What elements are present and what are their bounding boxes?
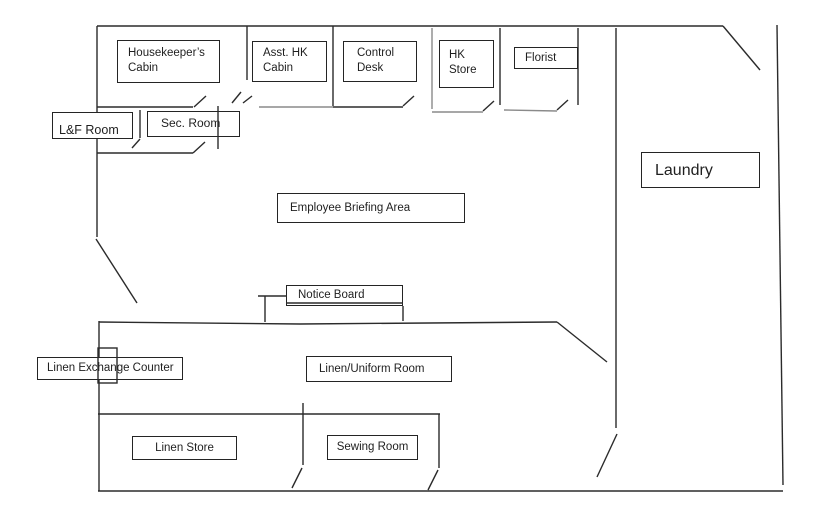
counter-rect xyxy=(97,347,118,384)
door-diagonal-2 xyxy=(192,141,206,154)
wall-middle-horizontal xyxy=(98,321,558,325)
door-diagonal-left xyxy=(95,238,138,304)
room-notice-board: Notice Board xyxy=(286,285,403,306)
room-label: HK Store xyxy=(449,49,477,77)
door-diagonal-9 xyxy=(291,467,303,489)
room-hk-store: HK Store xyxy=(439,40,494,88)
room-label: Housekeeper’s Cabin xyxy=(128,47,205,75)
door-diagonal-4 xyxy=(231,91,242,104)
room-label: Linen Exchange Counter xyxy=(47,362,174,374)
room-linen-exchange-counter: Linen Exchange Counter xyxy=(37,357,183,380)
room-linen-uniform-room: Linen/Uniform Room xyxy=(306,356,452,382)
room-label: Sewing Room xyxy=(336,441,409,453)
door-diagonal-1 xyxy=(193,95,207,108)
room-label: Linen/Uniform Room xyxy=(319,363,425,375)
stub-florist xyxy=(503,109,558,112)
wall-right xyxy=(776,24,784,486)
room-sewing-room: Sewing Room xyxy=(327,435,418,460)
room-label: Florist xyxy=(525,52,557,64)
room-label: Employee Briefing Area xyxy=(290,202,411,214)
door-diagonal-3 xyxy=(131,138,141,149)
walls-gray xyxy=(259,28,558,113)
door-diagonal-7 xyxy=(482,100,495,112)
door-diagonal-5 xyxy=(242,95,253,104)
room-linen-store: Linen Store xyxy=(132,436,237,460)
room-control-desk: Control Desk xyxy=(343,41,417,82)
room-florist: Florist xyxy=(514,47,578,69)
room-housekeepers-cabin: Housekeeper’s Cabin xyxy=(117,40,220,83)
room-label: L&F Room xyxy=(59,123,119,137)
walls-black xyxy=(95,24,784,492)
room-label: Notice Board xyxy=(298,289,365,301)
door-diagonal-6 xyxy=(402,95,415,107)
overlay-black xyxy=(97,106,404,384)
room-label: Asst. HK Cabin xyxy=(263,47,308,75)
door-diagonal-middle xyxy=(556,321,608,363)
room-laundry: Laundry xyxy=(641,152,760,188)
room-asst-hk-cabin: Asst. HK Cabin xyxy=(252,41,327,82)
room-sec-room: Sec. Room xyxy=(147,111,240,137)
room-employee-briefing-area: Employee Briefing Area xyxy=(277,193,465,223)
room-label: Laundry xyxy=(655,162,713,179)
wall-top-right-diagonal xyxy=(722,25,761,71)
room-label: Control Desk xyxy=(357,47,395,75)
door-diagonal-8 xyxy=(556,99,569,111)
room-label: Linen Store xyxy=(155,442,214,454)
door-diagonal-10 xyxy=(427,469,439,491)
door-diagonal-laundry xyxy=(596,433,618,478)
room-label: Sec. Room xyxy=(161,116,221,130)
room-lnf-room: L&F Room xyxy=(52,112,133,139)
